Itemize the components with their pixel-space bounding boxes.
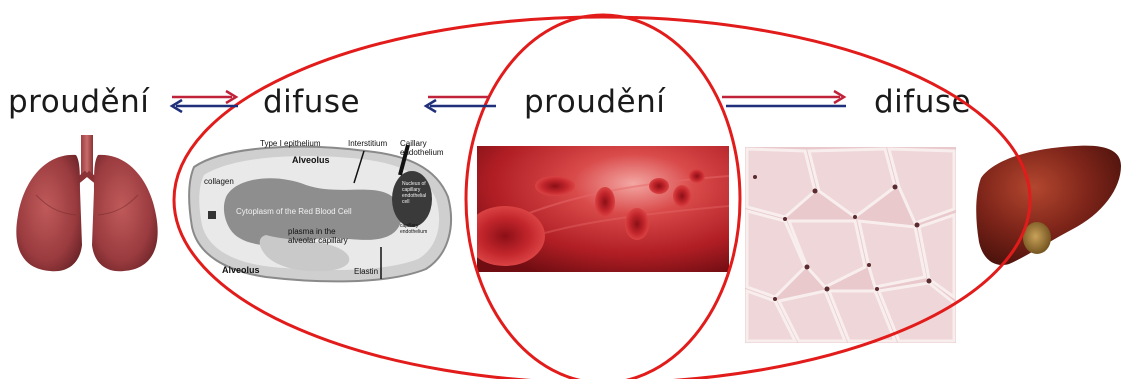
exchange-arrows-left [172, 91, 238, 112]
exchange-arrows-right [722, 91, 846, 106]
outer-ellipse [174, 17, 1030, 379]
inner-ellipse [466, 15, 740, 379]
